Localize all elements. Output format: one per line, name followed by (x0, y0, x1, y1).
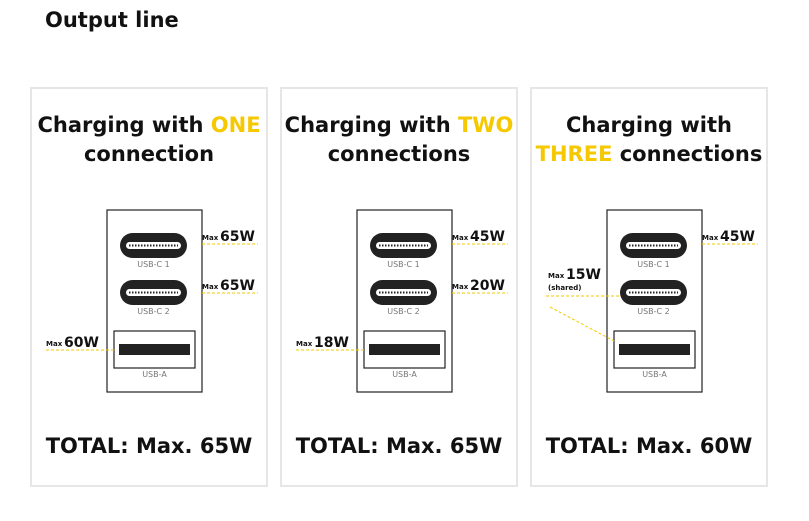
total-output: TOTAL: Max. 60W (545, 434, 753, 458)
usb-c1-port: USB-C 1 (620, 233, 687, 269)
card-title: Charging with ONE connection (32, 111, 266, 169)
card-title: Charging with TWO connections (282, 111, 516, 169)
title-suffix: connection (83, 142, 215, 166)
usb-c1-port: USB-C 1 (120, 233, 187, 269)
usb-a-label: USB-A (392, 370, 417, 379)
usb-c2-label: USB-C 2 (137, 307, 170, 316)
charger-diagram: USB-C 1 USB-C 2 USB-A Max 65W Max 65W Ma… (46, 209, 258, 393)
max-label: Max (202, 234, 219, 242)
usb-c1-port: USB-C 1 (370, 233, 437, 269)
usb-c2-port: USB-C 2 (620, 280, 687, 316)
charger-diagram: USB-C 1 USB-C 2 USB-A Max 45W Max 20W Ma… (296, 209, 508, 393)
usb-a-port: USB-A (363, 330, 446, 379)
usb-c2-label: USB-C 2 (387, 307, 420, 316)
usb-c2-label: USB-C 2 (637, 307, 670, 316)
usb-c2-port: USB-C 2 (370, 280, 437, 316)
title-suffix: connections (612, 142, 763, 166)
usb-c1-output: 45W (470, 229, 505, 245)
max-label: Max (452, 283, 469, 291)
charger-diagram: USB-C 1 USB-C 2 USB-A Max 45W Max 15W (s… (546, 209, 758, 393)
usb-a-label: USB-A (142, 370, 167, 379)
max-label: Max (46, 340, 63, 348)
total-output: TOTAL: Max. 65W (45, 434, 253, 458)
shared-note: (shared) (548, 284, 581, 292)
usb-c2-port: USB-C 2 (120, 280, 187, 316)
title-suffix: connections (327, 142, 471, 166)
card-three-connections: Charging with THREE connections USB-C 1 … (530, 87, 768, 487)
usb-c1-label: USB-C 1 (137, 260, 170, 269)
title-highlight: THREE (535, 142, 613, 166)
usb-a-output: 60W (64, 335, 99, 351)
title-highlight: TWO (457, 113, 514, 137)
max-label: Max (452, 234, 469, 242)
title-prefix: Charging with (37, 113, 211, 137)
card-two-connections: Charging with TWO connections USB-C 1 US… (280, 87, 518, 487)
max-label: Max (702, 234, 719, 242)
max-label: Max (296, 340, 313, 348)
usb-c2-output: 65W (220, 278, 255, 294)
card-one-connection: Charging with ONE connection USB-C 1 USB… (30, 87, 268, 487)
usb-c1-output: 65W (220, 229, 255, 245)
total-output: TOTAL: Max. 65W (295, 434, 503, 458)
usb-a-label: USB-A (642, 370, 667, 379)
usb-a-port: USB-A (613, 330, 696, 379)
title-prefix: Charging with (284, 113, 458, 137)
usb-c1-label: USB-C 1 (387, 260, 420, 269)
card-title: Charging with THREE connections (532, 111, 766, 169)
usb-c2-output: 20W (470, 278, 505, 294)
title-prefix: Charging with (565, 113, 732, 137)
page-title: Output line (45, 8, 179, 32)
usb-a-output: 18W (314, 335, 349, 351)
shared-callout-diagonal (549, 306, 615, 342)
shared-output: 15W (566, 267, 601, 283)
usb-c1-output: 45W (720, 229, 755, 245)
max-label: Max (548, 272, 565, 280)
title-highlight: ONE (210, 113, 261, 137)
max-label: Max (202, 283, 219, 291)
usb-c1-label: USB-C 1 (637, 260, 670, 269)
